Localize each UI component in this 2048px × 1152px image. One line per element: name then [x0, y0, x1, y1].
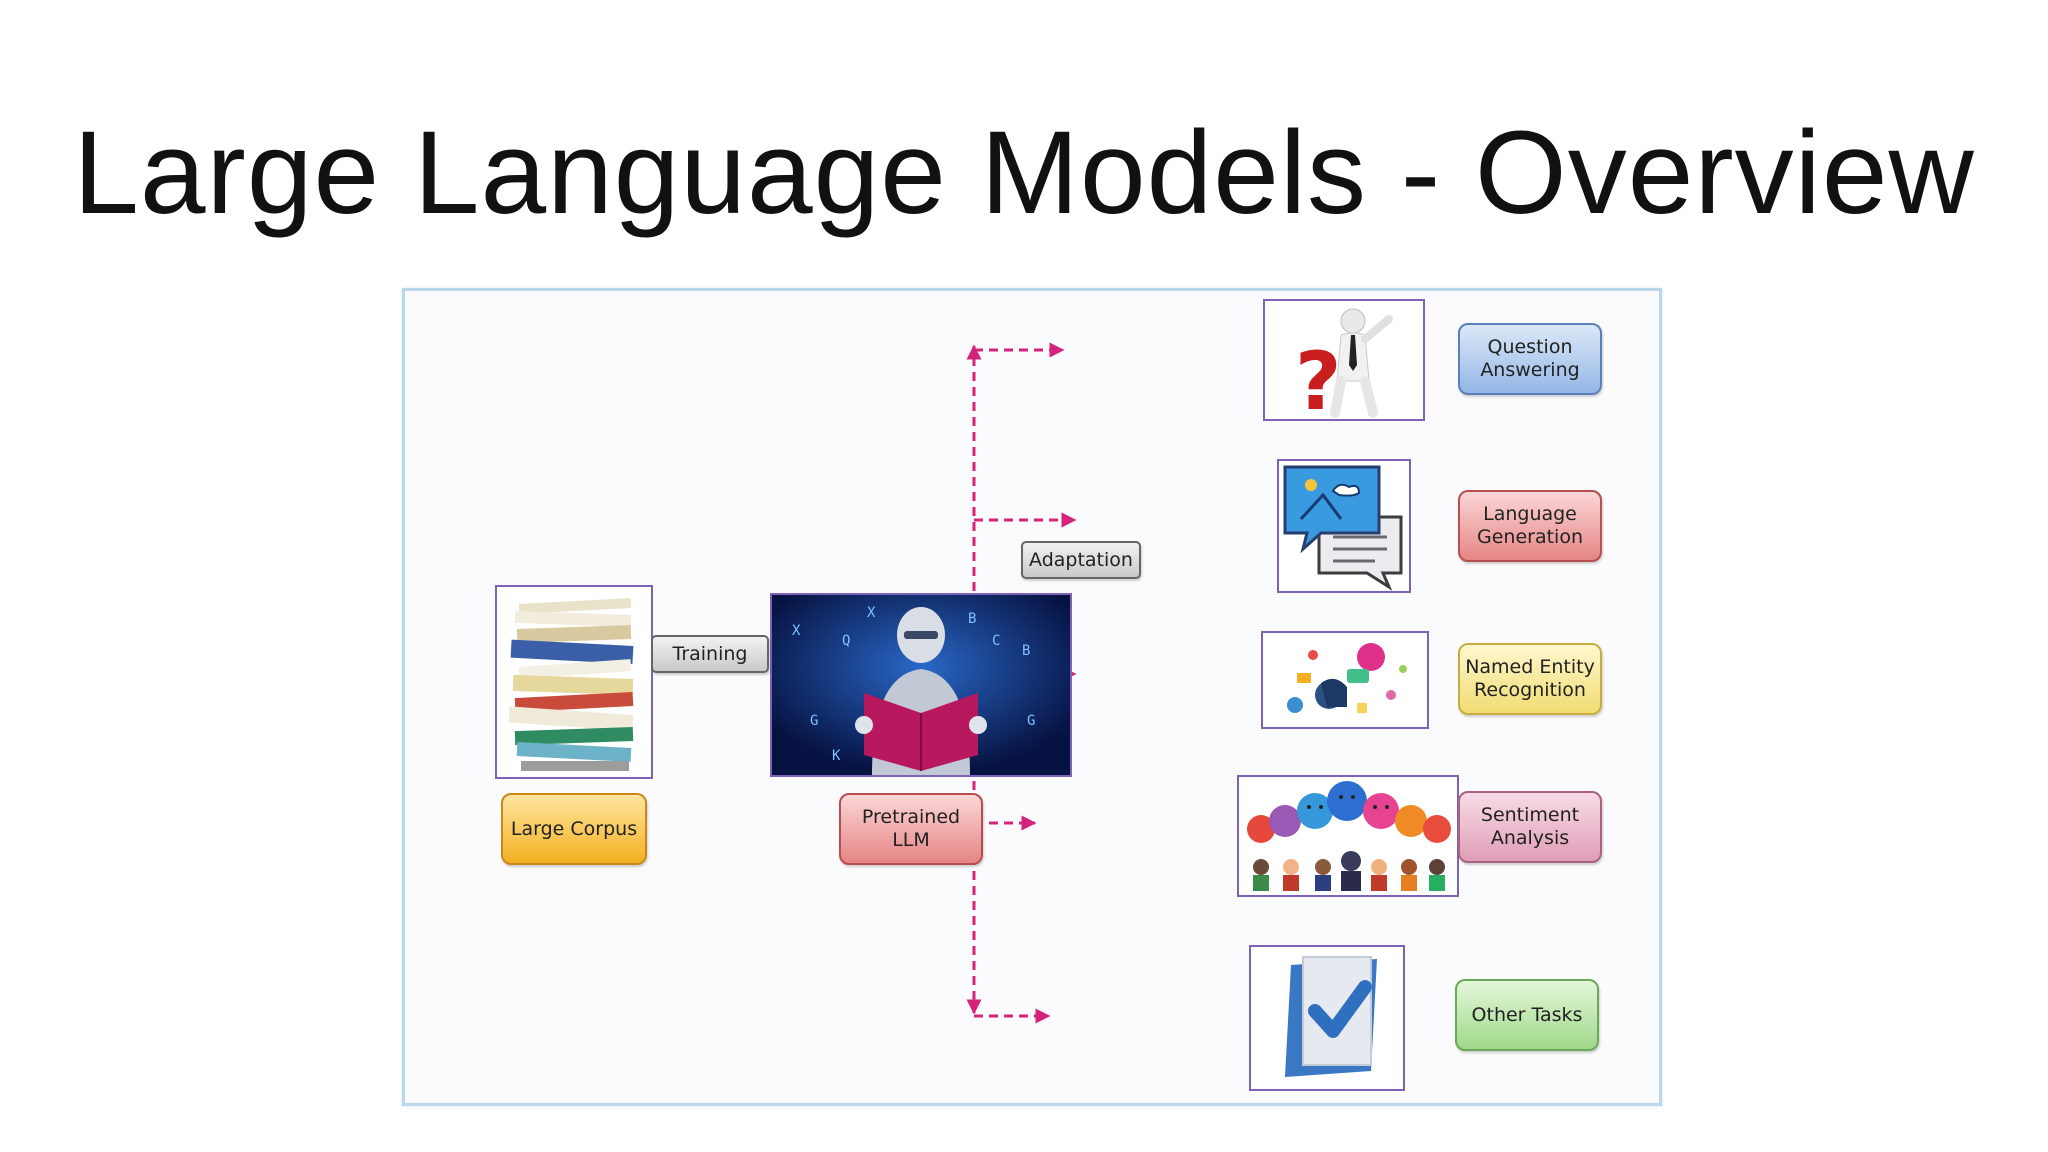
qa-image: ?	[1263, 299, 1425, 421]
training-label: Training	[651, 635, 769, 673]
diagram-panel: X X B B G G Q C K ?	[402, 288, 1662, 1106]
document-stack-icon	[508, 598, 634, 771]
pretrained-llm-node: Pretrained LLM	[839, 793, 983, 865]
sentiment-analysis-node: Sentiment Analysis	[1458, 791, 1602, 863]
corpus-image	[495, 585, 653, 779]
svg-text:X: X	[792, 623, 801, 639]
svg-text:C: C	[992, 633, 1000, 649]
svg-text:K: K	[832, 748, 841, 764]
question-mark-figure-icon: ?	[1295, 308, 1393, 419]
slide-title: Large Language Models - Overview	[73, 107, 1975, 239]
large-corpus-node: Large Corpus	[501, 793, 647, 865]
checklist-icon	[1285, 956, 1377, 1077]
svg-text:G: G	[1027, 713, 1035, 729]
robot-reading-icon: X X B B G G Q C K	[772, 595, 1070, 775]
adaptation-label: Adaptation	[1021, 541, 1141, 579]
svg-text:Q: Q	[842, 633, 850, 649]
named-entity-recognition-node: Named Entity Recognition	[1458, 643, 1602, 715]
ner-image	[1261, 631, 1429, 729]
question-answering-node: Question Answering	[1458, 323, 1602, 395]
entity-head-icon	[1287, 643, 1407, 713]
svg-text:B: B	[968, 611, 976, 627]
other-tasks-image	[1249, 945, 1405, 1091]
other-tasks-node: Other Tasks	[1455, 979, 1599, 1051]
svg-text:B: B	[1022, 643, 1030, 659]
language-generation-node: Language Generation	[1458, 490, 1602, 562]
svg-text:X: X	[867, 605, 876, 621]
svg-text:G: G	[810, 713, 818, 729]
generation-image	[1277, 459, 1411, 593]
sentiment-image	[1237, 775, 1459, 897]
llm-image: X X B B G G Q C K	[770, 593, 1072, 777]
emotion-bubbles-icon	[1247, 781, 1451, 891]
chat-bubbles-icon	[1283, 465, 1403, 591]
